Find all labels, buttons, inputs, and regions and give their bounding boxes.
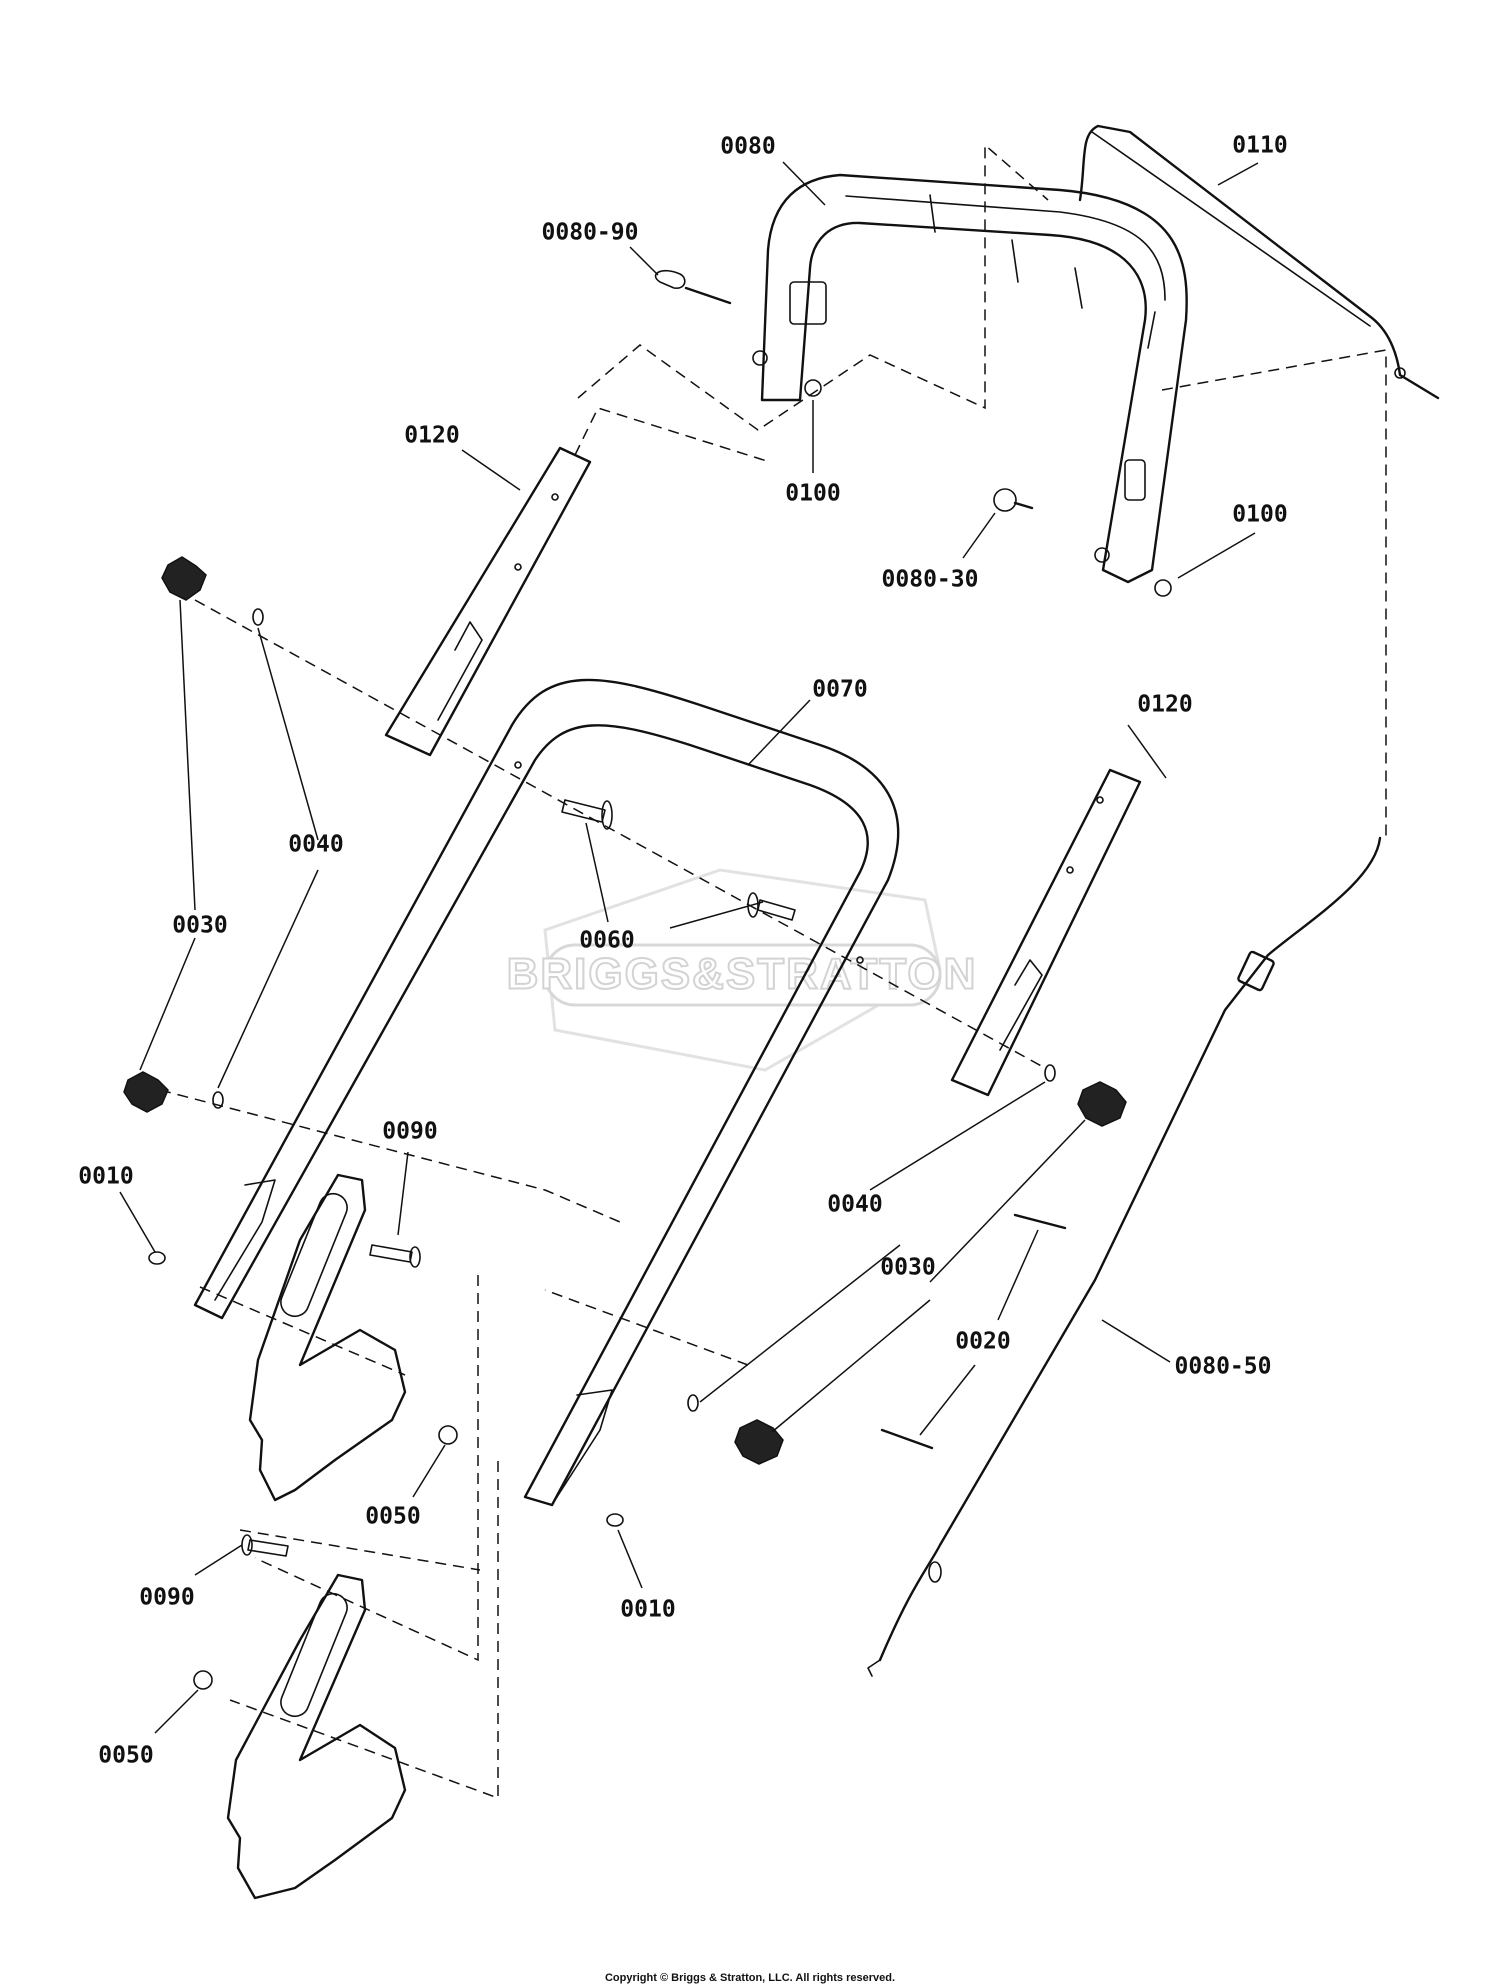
callout-0070: 0070 [812, 677, 867, 703]
callout-0060: 0060 [579, 928, 634, 954]
control-cable [867, 836, 1382, 1677]
callout-0010-left: 0010 [78, 1164, 133, 1190]
cable-ties [880, 1213, 1067, 1450]
lock-nuts [193, 1425, 458, 1690]
copyright-notice: Copyright © Briggs & Stratton, LLC. All … [604, 1972, 896, 1984]
brace-right [950, 768, 1142, 1097]
callout-0100-right: 0100 [1232, 502, 1287, 528]
callout-0120-lower: 0120 [1137, 692, 1192, 718]
callout-0080: 0080 [720, 134, 775, 160]
carriage-bolts-middle [561, 799, 796, 921]
watermark-text: BRIGGS&STRATTON [507, 950, 978, 999]
height-bracket-lower [226, 1573, 407, 1900]
callout-0090-lower: 0090 [139, 1585, 194, 1611]
brand-watermark: BRIGGS&STRATTON [506, 868, 978, 1072]
callout-0050-lower: 0050 [98, 1743, 153, 1769]
callout-0020: 0020 [955, 1329, 1010, 1355]
assembly-guides [159, 143, 1387, 1800]
callout-0040-right: 0040 [827, 1192, 882, 1218]
lock-pin [654, 269, 732, 305]
callout-0080-50: 0080-50 [1175, 1354, 1272, 1380]
height-bracket-upper [248, 1173, 407, 1502]
washers [212, 608, 1056, 1412]
lower-handle [193, 678, 900, 1507]
leader-lines [119, 161, 1259, 1734]
bail-rod [1078, 124, 1440, 400]
callout-0100-left: 0100 [785, 481, 840, 507]
carriage-bolt-upper [993, 488, 1034, 512]
callout-labels: 0080 0110 0080-90 0120 0100 0100 0080-30… [78, 133, 1287, 1769]
callout-0080-90: 0080-90 [542, 220, 639, 246]
callout-0090-upper: 0090 [382, 1119, 437, 1145]
callout-0030-left: 0030 [172, 913, 227, 939]
nuts-upper [804, 379, 1172, 597]
callout-0110: 0110 [1232, 133, 1287, 159]
callout-0010-right: 0010 [620, 1597, 675, 1623]
callout-0040-left: 0040 [288, 832, 343, 858]
callout-0030-right: 0030 [880, 1255, 935, 1281]
callout-0050-upper: 0050 [365, 1504, 420, 1530]
callout-0120-upper: 0120 [404, 423, 459, 449]
star-knobs [123, 556, 1127, 1465]
callout-0080-30: 0080-30 [882, 567, 979, 593]
upper-handle [752, 173, 1188, 584]
brace-left [384, 446, 592, 757]
hex-bolts [148, 1251, 624, 1527]
